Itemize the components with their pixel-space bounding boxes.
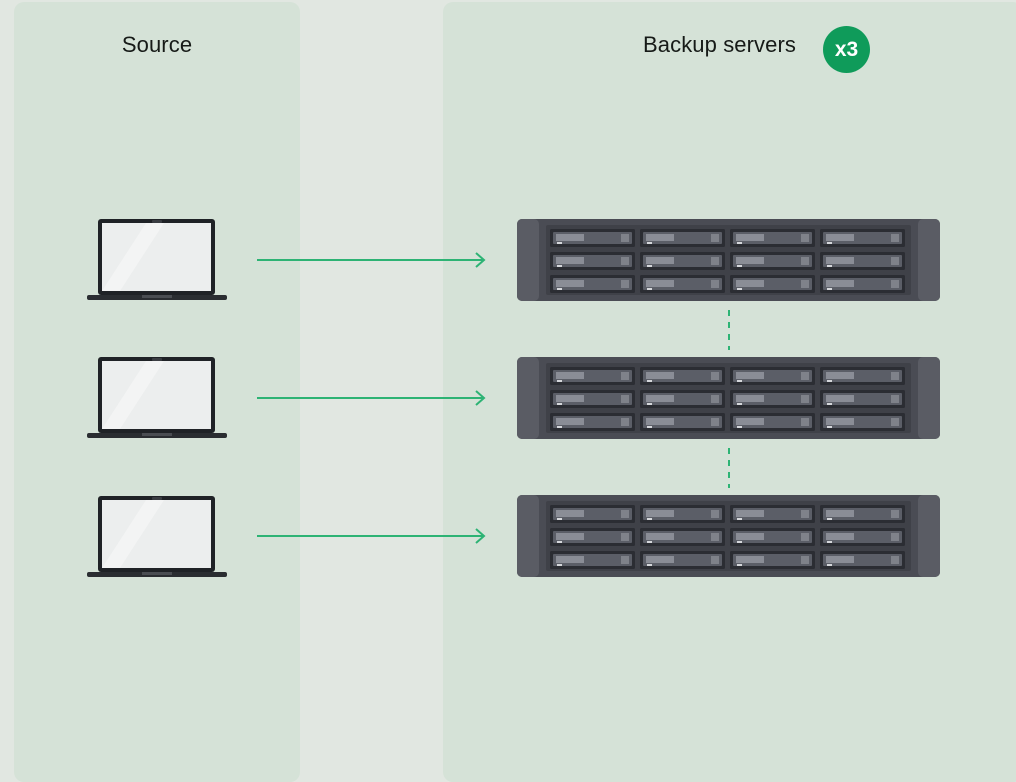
- drive-bay: [820, 505, 905, 523]
- backup-title: Backup servers: [643, 32, 797, 57]
- drive-bay: [730, 528, 815, 546]
- drive-bay: [640, 528, 725, 546]
- drive-bay: [640, 252, 725, 270]
- arrow-right-icon: [257, 252, 486, 268]
- dashed-connector: [728, 448, 730, 488]
- drive-bay: [730, 229, 815, 247]
- drive-bay: [820, 252, 905, 270]
- drive-bay: [730, 390, 815, 408]
- drive-bay: [550, 252, 635, 270]
- rack-server-icon: [517, 219, 940, 301]
- drive-bay: [730, 252, 815, 270]
- arrow-right-icon: [257, 528, 486, 544]
- drive-bay: [820, 390, 905, 408]
- drive-bay: [550, 551, 635, 569]
- dashed-connector: [728, 310, 730, 350]
- rack-server-icon: [517, 495, 940, 577]
- drive-bay: [640, 229, 725, 247]
- drive-bay: [820, 367, 905, 385]
- drive-bay: [730, 367, 815, 385]
- drive-bay: [640, 390, 725, 408]
- drive-bay: [730, 505, 815, 523]
- drive-bay: [640, 551, 725, 569]
- source-title: Source: [121, 32, 193, 57]
- drive-bay: [820, 413, 905, 431]
- server-count-badge: x3: [823, 26, 870, 73]
- arrow-right-icon: [257, 390, 486, 406]
- drive-bay: [550, 413, 635, 431]
- drive-bay: [550, 275, 635, 293]
- drive-bay: [820, 229, 905, 247]
- rack-server-icon: [517, 357, 940, 439]
- drive-bay: [550, 390, 635, 408]
- drive-bay: [820, 528, 905, 546]
- drive-bay: [640, 275, 725, 293]
- drive-bay: [550, 505, 635, 523]
- drive-bay: [820, 551, 905, 569]
- drive-bay: [730, 413, 815, 431]
- laptop-icon: [87, 219, 227, 300]
- drive-bay: [730, 551, 815, 569]
- drive-bay: [640, 367, 725, 385]
- drive-bay: [550, 229, 635, 247]
- drive-bay: [640, 505, 725, 523]
- drive-bay: [550, 528, 635, 546]
- drive-bay: [550, 367, 635, 385]
- drive-bay: [820, 275, 905, 293]
- laptop-icon: [87, 496, 227, 577]
- drive-bay: [730, 275, 815, 293]
- laptop-icon: [87, 357, 227, 438]
- drive-bay: [640, 413, 725, 431]
